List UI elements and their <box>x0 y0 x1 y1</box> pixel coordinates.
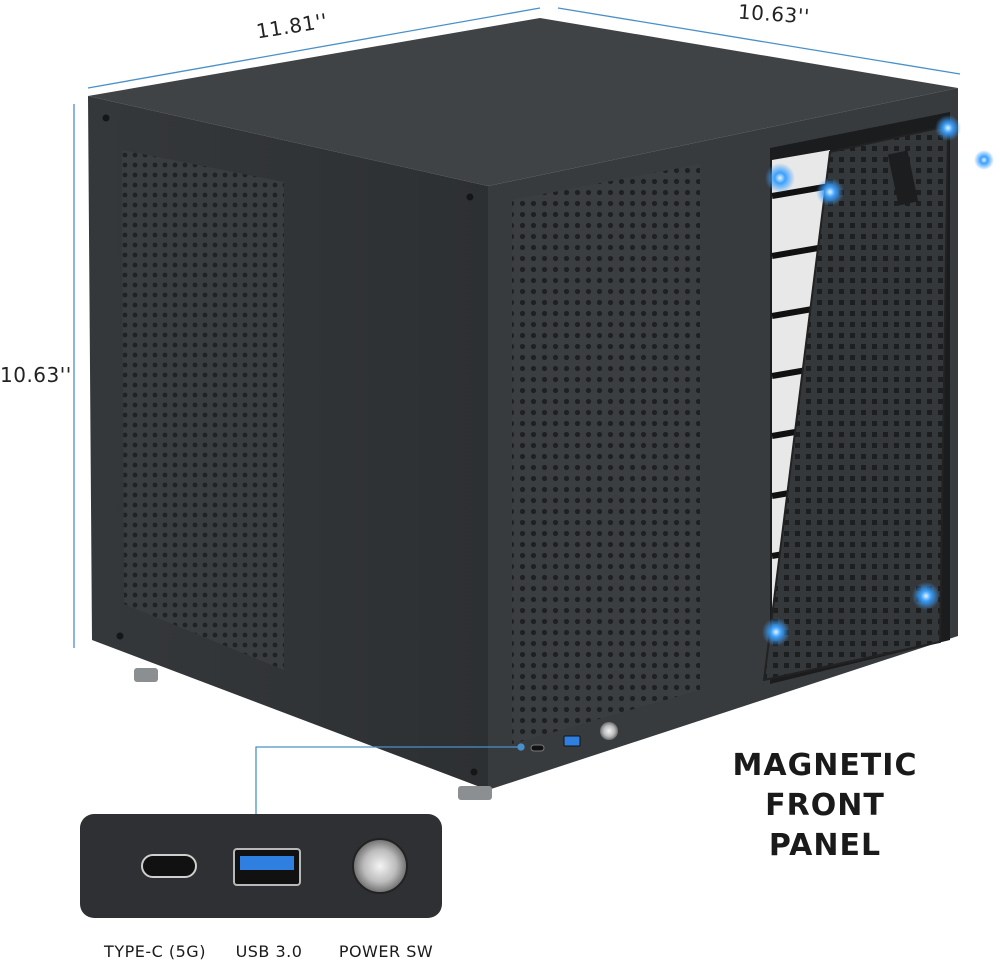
magnetic-front-door[interactable] <box>762 124 950 682</box>
case-screws <box>102 114 478 776</box>
power-switch-label: POWER SW <box>338 942 434 961</box>
case-usb-port <box>563 735 581 747</box>
dimension-lines <box>73 7 961 648</box>
caption-line-1: MAGNETIC FRONT <box>732 748 918 823</box>
dimension-height-label: 10.63'' <box>0 363 72 387</box>
magnet-glow-points <box>762 115 994 646</box>
type-c-port-detail <box>141 854 197 878</box>
magnetic-front-panel-caption: MAGNETIC FRONT PANEL <box>690 746 960 866</box>
side-vent-grille <box>122 150 284 670</box>
dimension-depth-label: 10.63'' <box>737 0 811 29</box>
power-button-detail <box>352 838 408 894</box>
caption-line-2: PANEL <box>768 828 882 863</box>
case-feet <box>134 668 492 800</box>
usb-label: USB 3.0 <box>235 942 303 961</box>
usb-port-tongue <box>240 856 294 870</box>
case-power-button <box>600 722 618 740</box>
io-callout-line <box>255 743 525 816</box>
front-vent-grille <box>512 164 700 744</box>
type-c-label: TYPE-C (5G) <box>104 942 206 961</box>
case-front-io <box>530 722 618 752</box>
case-top <box>88 18 958 186</box>
door-pull-tab[interactable] <box>887 150 919 206</box>
case-type-c-port <box>530 744 545 752</box>
